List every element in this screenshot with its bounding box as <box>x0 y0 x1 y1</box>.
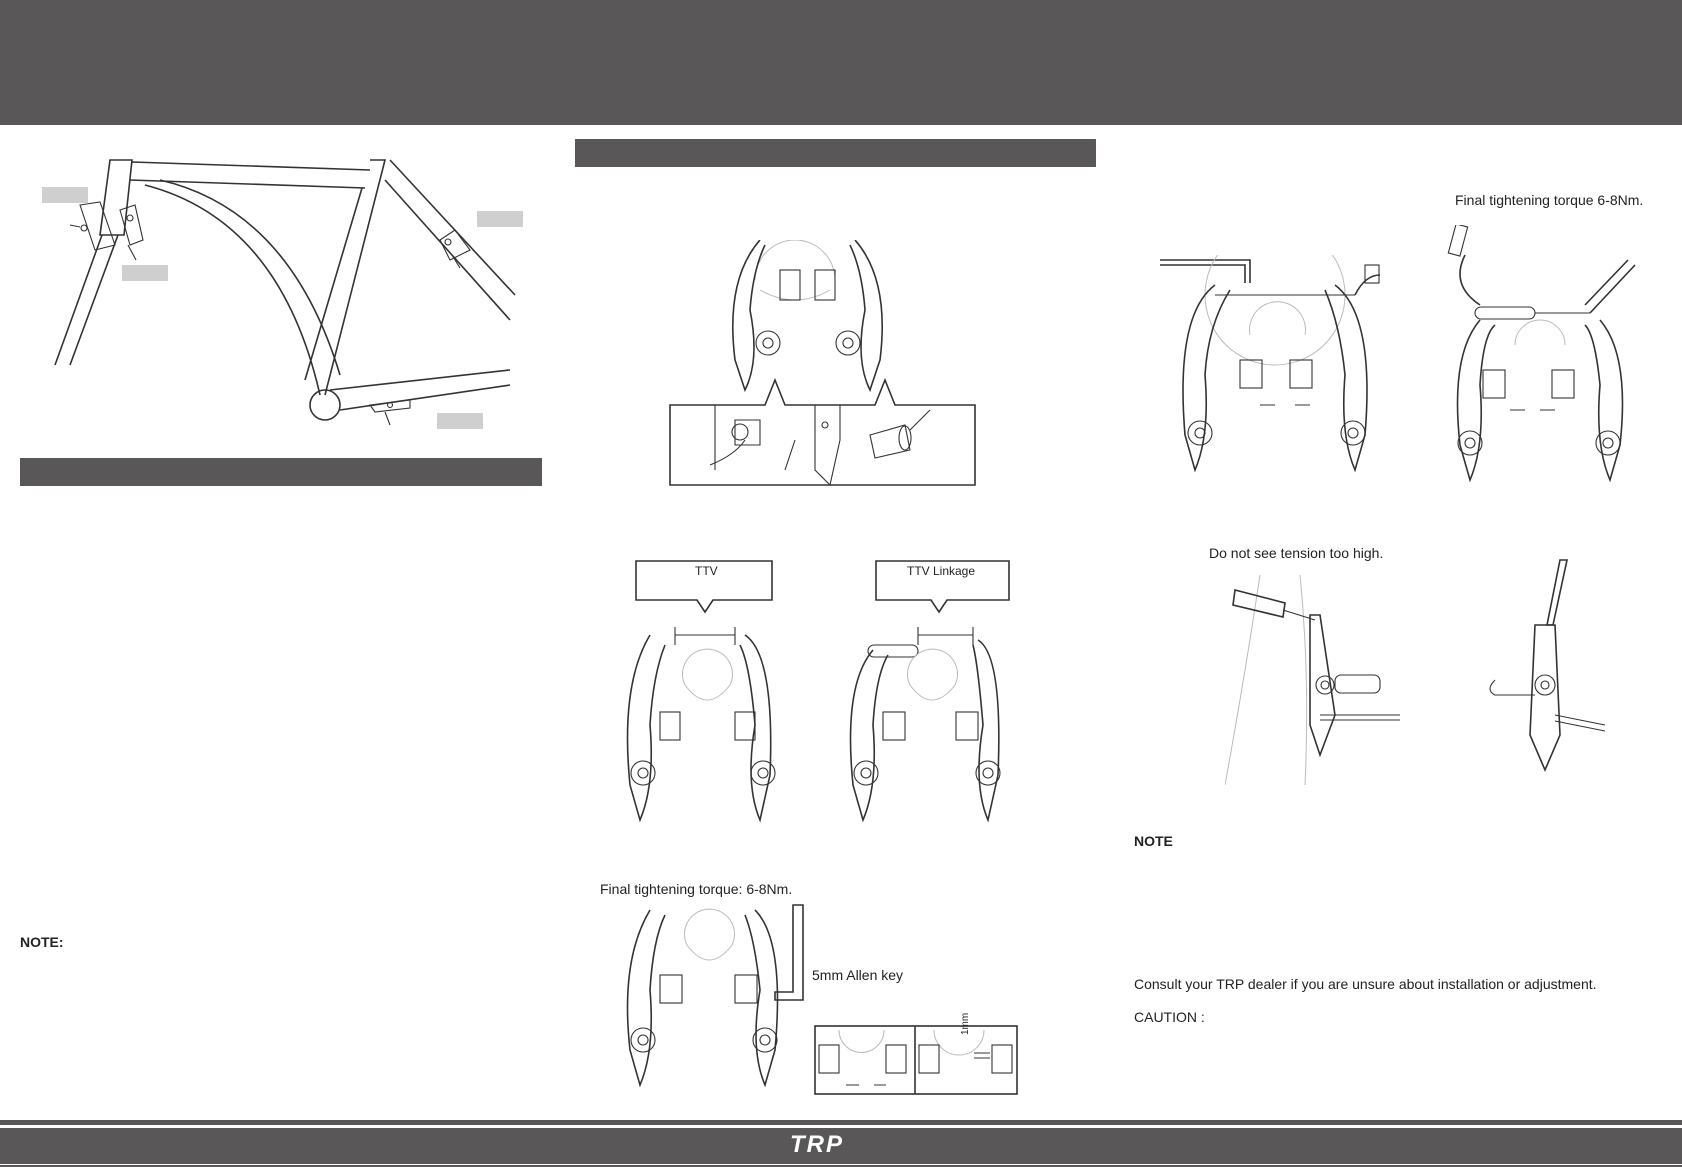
pad-adjust-illustration <box>626 904 804 1088</box>
trp-logo: TRP <box>790 1131 844 1158</box>
section-bar-left <box>20 458 542 486</box>
note-left: NOTE: <box>20 934 64 950</box>
toe-in-detail <box>814 1025 1018 1095</box>
spring-tension-illustration-2 <box>1489 559 1606 773</box>
spring-tension-illustration-1 <box>1225 575 1400 785</box>
cable-install-illustration-2 <box>1447 225 1636 483</box>
cable-install-illustration-1 <box>1160 255 1381 473</box>
frame-tag-3 <box>477 211 523 227</box>
frame-tag-4 <box>437 413 483 429</box>
torque-right: Final tightening torque 6-8Nm. <box>1455 192 1644 208</box>
caliper-mounting-illustration <box>669 240 976 487</box>
ttv-caliper-illustration <box>626 627 776 823</box>
frame-tag-2 <box>122 265 168 281</box>
tension-label: Do not see tension too high. <box>1209 545 1384 561</box>
one-mm-label: 1mm <box>960 1012 971 1035</box>
ttv-linkage-label: TTV Linkage <box>907 564 976 578</box>
torque-mid: Final tightening torque: 6-8Nm. <box>600 881 793 897</box>
footer-line-top <box>0 1120 1682 1125</box>
note-right: NOTE <box>1134 833 1173 849</box>
section-bar-middle <box>575 139 1096 167</box>
footer-bar <box>0 1128 1682 1164</box>
frame-tag-1 <box>42 187 88 203</box>
ttv-callout <box>635 560 773 614</box>
header-bar <box>0 0 1682 125</box>
allen-key-label: 5mm Allen key <box>812 967 904 983</box>
footer-line-bottom <box>0 1165 1682 1167</box>
consult-label: Consult your TRP dealer if you are unsur… <box>1134 976 1597 992</box>
caution-label: CAUTION : <box>1134 1009 1205 1025</box>
ttv-linkage-callout <box>875 560 1010 614</box>
ttv-linkage-caliper-illustration <box>849 627 1001 823</box>
ttv-label: TTV <box>695 564 718 578</box>
frame-illustration <box>54 159 516 426</box>
